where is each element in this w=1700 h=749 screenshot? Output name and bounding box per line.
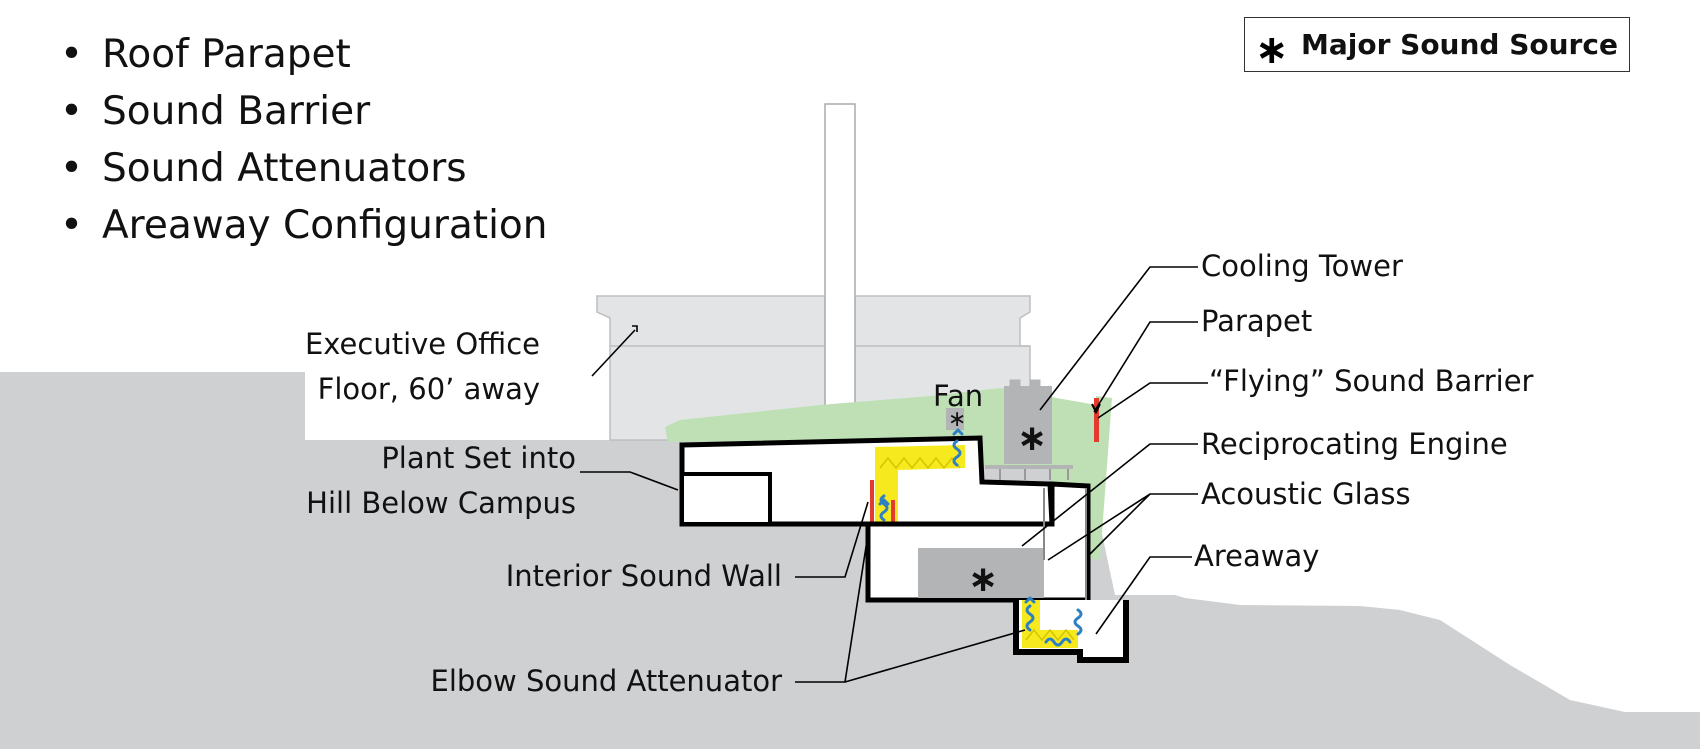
- label-plant-2: Hill Below Campus: [306, 486, 576, 520]
- cooling-tower-star-icon: ∗: [1017, 418, 1047, 459]
- label-parapet: Parapet: [1201, 304, 1313, 338]
- label-executive-office-1: Executive Office: [304, 327, 540, 361]
- legend-box: ∗ Major Sound Source: [1244, 17, 1630, 72]
- plant-small-room: [680, 472, 772, 526]
- engine-star-icon: ∗: [968, 559, 998, 600]
- label-executive-office-2: Floor, 60’ away: [317, 372, 540, 406]
- flying-sound-barrier: [1094, 398, 1099, 442]
- label-reciprocating-engine: Reciprocating Engine: [1201, 427, 1508, 461]
- label-acoustic-glass: Acoustic Glass: [1201, 477, 1411, 511]
- fan-star-icon: ∗: [948, 407, 966, 432]
- cooling-tower: ∗: [985, 379, 1073, 480]
- leader-lines: [580, 266, 1208, 683]
- interior-sound-wall-barrier: [870, 480, 874, 524]
- label-areaway: Areaway: [1194, 539, 1320, 573]
- sound-wave-icons: [878, 428, 1083, 647]
- label-fan: Fan: [933, 379, 984, 413]
- strategy-bullet-list: •Roof Parapet •Sound Barrier •Sound Atte…: [60, 26, 548, 254]
- label-flying-sound-barrier: “Flying” Sound Barrier: [1209, 364, 1534, 398]
- bullet-item: •Sound Barrier: [60, 89, 371, 134]
- label-plant-1: Plant Set into: [381, 441, 576, 475]
- major-sound-source-star-icon: ∗: [1255, 26, 1289, 73]
- exhaust-stack: [824, 103, 856, 441]
- legend-label: Major Sound Source: [1301, 28, 1618, 61]
- label-elbow-sound-attenuator: Elbow Sound Attenuator: [430, 664, 782, 698]
- lower-elbow-attenuator: [1022, 600, 1078, 648]
- upper-elbow-attenuator: [875, 445, 965, 524]
- bullet-item: •Roof Parapet: [60, 32, 351, 77]
- reciprocating-engine: [918, 548, 1044, 598]
- label-interior-sound-wall: Interior Sound Wall: [505, 559, 782, 593]
- bullet-item: •Areaway Configuration: [60, 203, 548, 248]
- label-cooling-tower: Cooling Tower: [1201, 249, 1403, 283]
- fan: ∗: [946, 407, 966, 432]
- hill-green-area: [665, 388, 1112, 560]
- bullet-item: •Sound Attenuators: [60, 146, 467, 191]
